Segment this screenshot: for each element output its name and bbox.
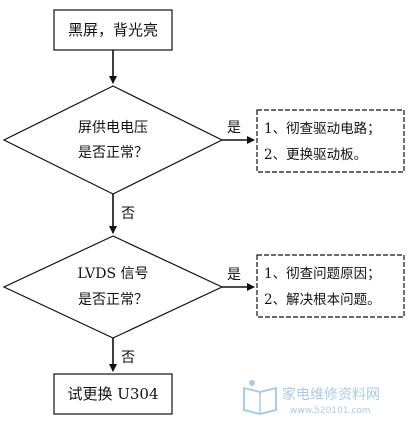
watermark-url: www.520101.com bbox=[290, 406, 371, 416]
end-box-label: 试更换 U304 bbox=[67, 385, 158, 403]
decision-2: LVDS 信号 是否正常？ bbox=[2, 235, 224, 339]
watermark-title: 家电维修资料网 bbox=[282, 386, 380, 403]
start-box-label: 黑屏，背光亮 bbox=[68, 21, 158, 39]
yes-label-1: 是 bbox=[227, 120, 241, 136]
action-2-line-1: 1、彻查问题原因； bbox=[264, 266, 381, 282]
action-1-line-1: 1、彻查驱动电路； bbox=[264, 121, 381, 137]
end-box: 试更换 U304 bbox=[53, 373, 173, 415]
decision-1-line-1: 屏供电电压 bbox=[78, 120, 148, 136]
watermark: 家电维修资料网 www.520101.com bbox=[243, 380, 380, 416]
no-label-1: 否 bbox=[121, 206, 135, 222]
action-box-2: 1、彻查问题原因； 2、解决根本问题。 bbox=[256, 254, 405, 318]
action-box-1: 1、彻查驱动电路； 2、更换驱动板。 bbox=[256, 109, 405, 173]
decision-2-line-2: 是否正常？ bbox=[78, 292, 148, 308]
action-1-line-2: 2、更换驱动板。 bbox=[264, 147, 367, 163]
decision-1-line-2: 是否正常？ bbox=[78, 145, 148, 161]
yes-label-2: 是 bbox=[227, 267, 241, 283]
decision-2-line-1: LVDS 信号 bbox=[77, 266, 148, 282]
action-2-line-2: 2、解决根本问题。 bbox=[264, 292, 381, 308]
decision-1: 屏供电电压 是否正常？ bbox=[2, 85, 224, 195]
no-label-2: 否 bbox=[121, 350, 135, 366]
start-box: 黑屏，背光亮 bbox=[53, 9, 173, 51]
watermark-book-icon bbox=[243, 380, 277, 416]
